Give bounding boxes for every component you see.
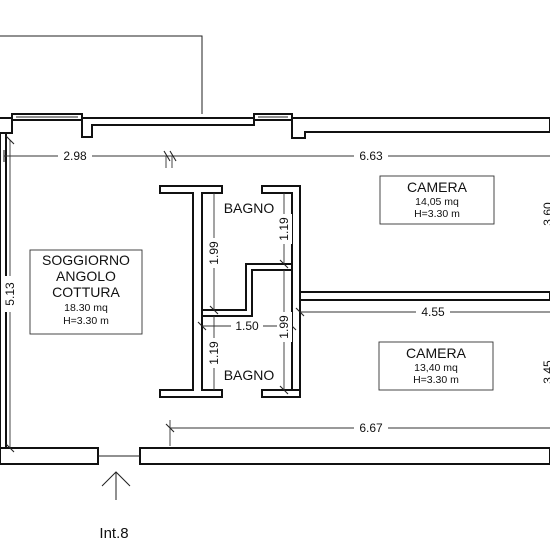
dimension-top-right-value: 6.63	[359, 149, 383, 163]
dimension-left-value: 5.13	[3, 282, 17, 306]
bath-partition	[201, 263, 293, 317]
dimension-bath-top-right-value: 1.19	[277, 217, 291, 241]
dimension-bath-width-value: 1.50	[235, 319, 259, 333]
dimension-corridor-value: 4.55	[421, 305, 445, 319]
dimension-right-top-value: 3.60	[541, 202, 550, 226]
dimension-bath-top-left-value: 1.99	[207, 241, 221, 265]
dimension-top	[3, 150, 550, 168]
soggiorno-area: 18.30 mq	[64, 302, 108, 314]
bagno-bottom-name: BAGNO	[224, 367, 275, 383]
soggiorno-label-box	[29, 249, 143, 335]
camera-bottom-name: CAMERA	[406, 345, 467, 361]
exterior-wall-bottom-left	[0, 447, 99, 465]
camera-partition	[299, 291, 550, 301]
exterior-wall-top-right	[291, 117, 550, 139]
dimension-right-bottom-value: 3.45	[541, 360, 550, 384]
soggiorno-name-line3: COTTURA	[52, 284, 120, 300]
soggiorno-height: H=3.30 m	[63, 315, 109, 327]
soggiorno-name-line2: ANGOLO	[56, 268, 116, 284]
camera-bottom-label-box	[378, 341, 494, 391]
dimension-top-left-value: 2.98	[63, 149, 87, 163]
camera-top-label-box	[379, 175, 495, 225]
bath-wall-left-outer	[159, 185, 223, 398]
camera-top-area: 14,05 mq	[415, 196, 459, 208]
soggiorno-name-line1: SOGGIORNO	[42, 252, 130, 268]
terrace-outline	[0, 35, 203, 114]
bagno-top-name: BAGNO	[224, 200, 275, 216]
exterior-wall-top-mid	[81, 117, 255, 138]
camera-bottom-height: H=3.30 m	[413, 374, 459, 386]
camera-bottom-area: 13,40 mq	[414, 362, 458, 374]
camera-top-height: H=3.30 m	[414, 208, 460, 220]
camera-top-name: CAMERA	[407, 179, 468, 195]
bath-wall-bottom-right	[261, 389, 301, 398]
exterior-wall-bottom-right	[139, 447, 550, 465]
entrance-label: Int.8	[99, 525, 128, 542]
dimension-bath-bottom-right-value: 1.99	[277, 315, 291, 339]
dimension-bottom-value: 6.67	[359, 421, 383, 435]
entrance-arrow-icon	[101, 471, 131, 500]
dimension-bath-bottom-left-value: 1.19	[207, 341, 221, 365]
